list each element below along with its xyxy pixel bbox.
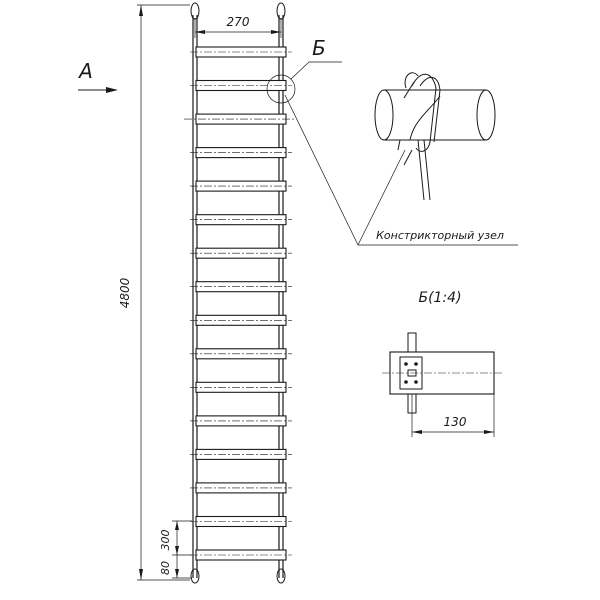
rung-length-label: 130 xyxy=(444,415,467,429)
width-dimension: 270 xyxy=(194,15,282,38)
width-dimension-label: 270 xyxy=(227,15,250,29)
right-side-rope xyxy=(278,15,284,578)
bottom-right-loop xyxy=(276,568,286,584)
rung-spacing-label: 300 xyxy=(159,530,172,551)
ladder xyxy=(184,2,296,584)
rungs xyxy=(184,46,296,561)
height-dimension: 4800 xyxy=(118,4,190,581)
view-marker-label: А xyxy=(77,59,93,83)
bottom-gap-label: 80 xyxy=(159,561,172,575)
knot-label: Констрикторный узел xyxy=(376,229,504,242)
left-side-rope xyxy=(192,15,198,578)
top-left-loop xyxy=(190,2,200,20)
bottom-left-loop xyxy=(190,568,200,584)
view-arrow-a: А xyxy=(77,59,118,93)
constrictor-knot-illustration: Констрикторный узел xyxy=(284,72,518,246)
detail-title: Б(1:4) xyxy=(418,290,461,306)
callout-marker-label: Б xyxy=(312,36,326,60)
top-right-loop xyxy=(276,2,286,20)
detail-view-b: Б(1:4) 130 xyxy=(382,290,502,437)
bottom-dimensions: 300 80 xyxy=(159,520,192,579)
height-dimension-label: 4800 xyxy=(118,277,132,308)
callout-b: Б xyxy=(266,36,342,104)
